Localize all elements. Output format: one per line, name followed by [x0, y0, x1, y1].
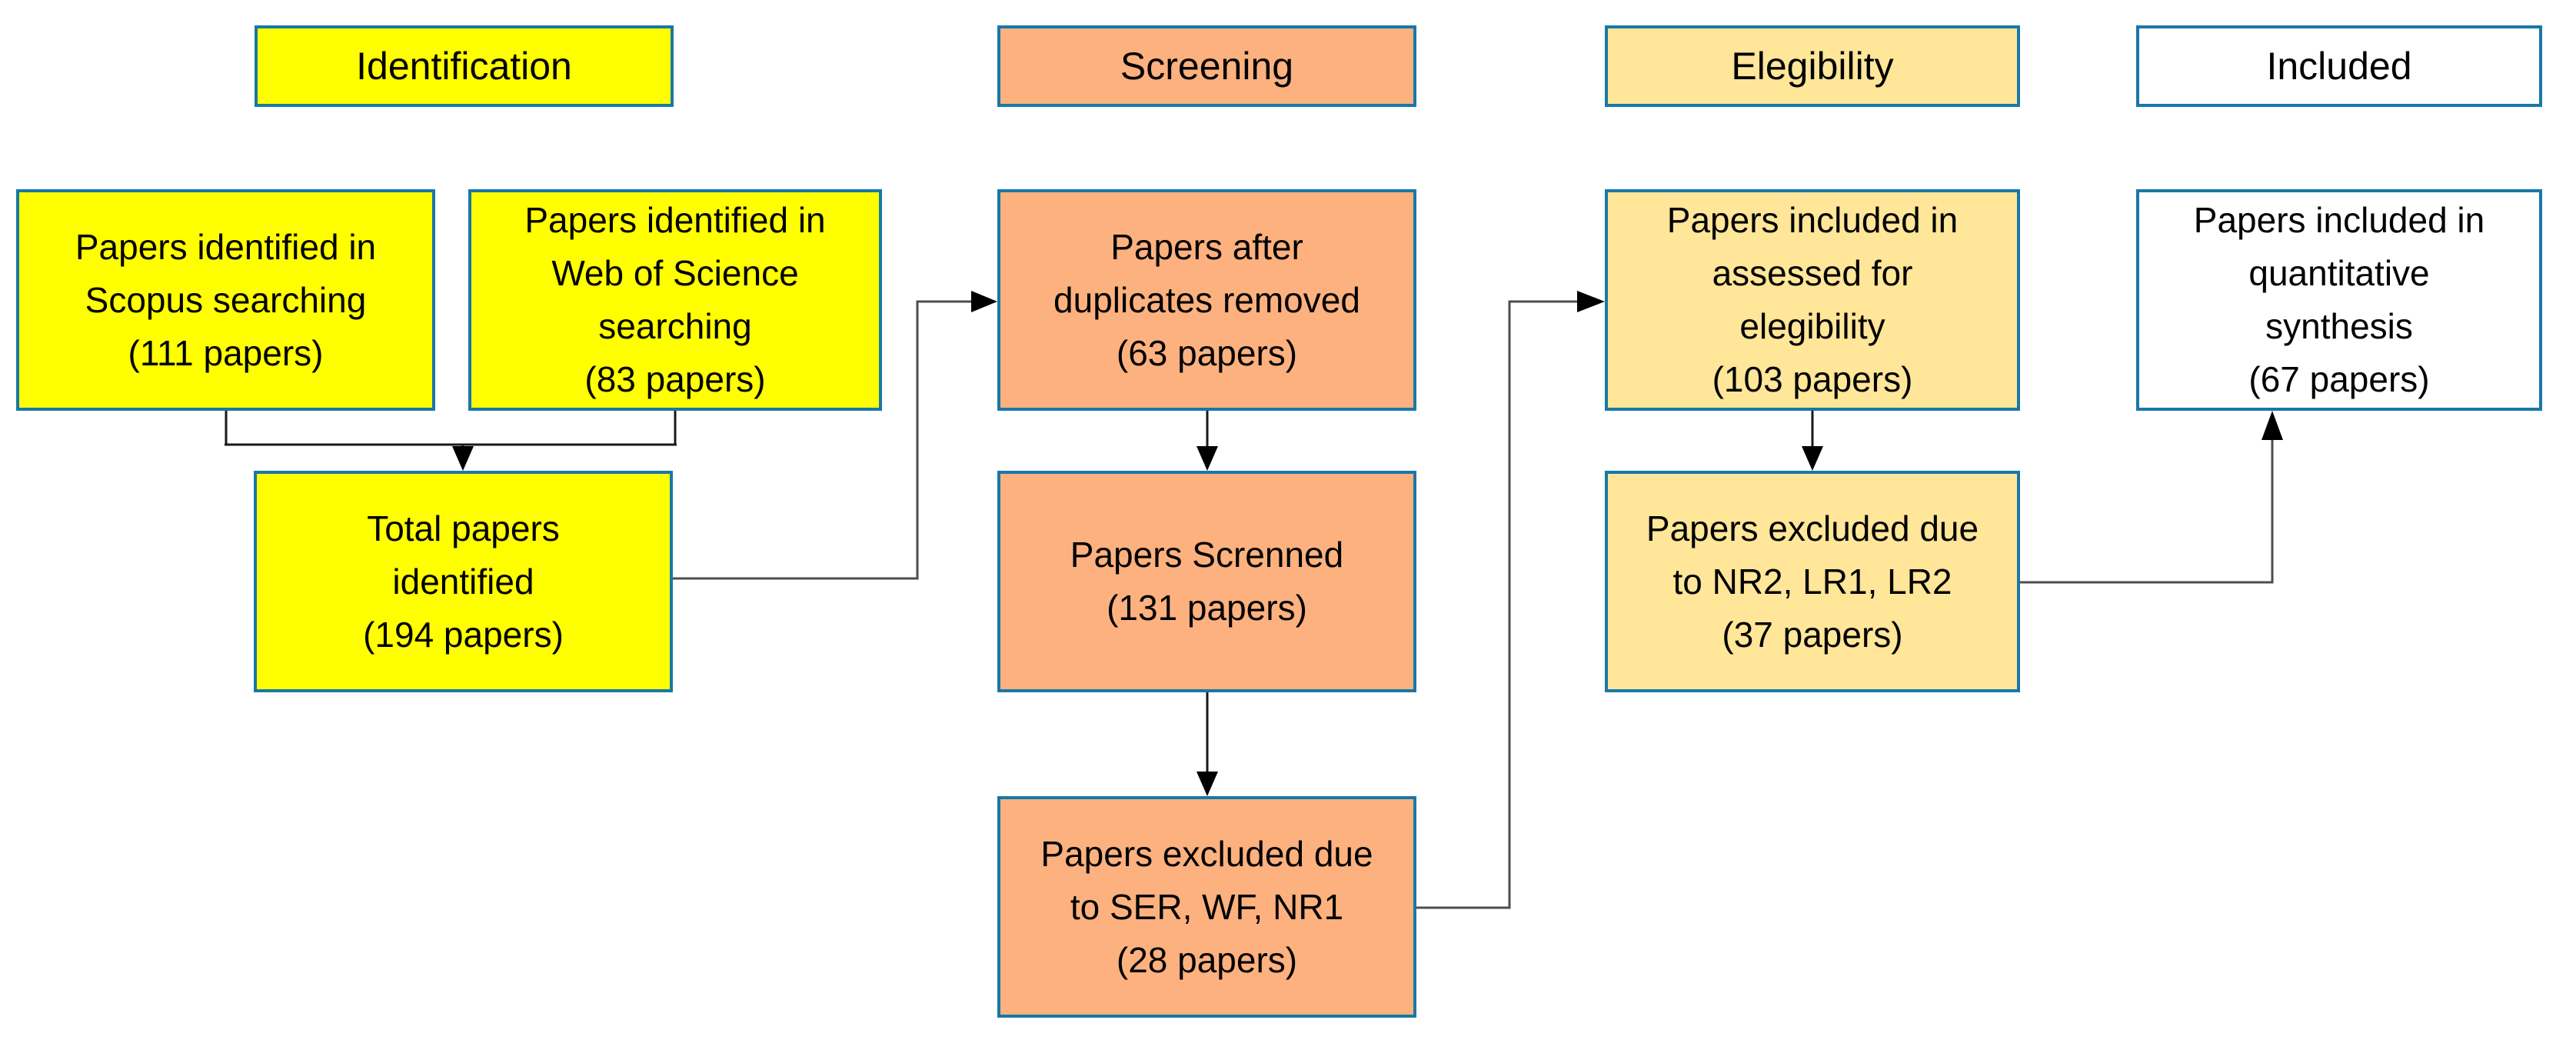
- box-papers-screnned: Papers Screnned (131 papers): [997, 471, 1416, 692]
- arrowhead-into-nr2: [1802, 446, 1823, 471]
- arrowhead-into-assessed: [1577, 291, 1605, 312]
- arrowhead-into-quant: [2261, 411, 2283, 440]
- connector-nr2-to-quant: [2020, 438, 2274, 584]
- header-identification: Identification: [255, 25, 674, 107]
- header-included: Included: [2136, 25, 2542, 107]
- arrowhead-into-duplicates: [971, 291, 997, 312]
- arrowhead-into-total: [452, 446, 474, 471]
- connector-ser-to-assessed: [1416, 300, 1579, 909]
- arrowhead-into-screnned: [1196, 446, 1218, 471]
- connector-merge-to-total: [225, 411, 677, 448]
- box-after-duplicates-removed: Papers after duplicates removed (63 pape…: [997, 189, 1416, 411]
- header-elegibility: Elegibility: [1605, 25, 2020, 107]
- box-assessed-for-elegibility: Papers included in assessed for elegibil…: [1605, 189, 2020, 411]
- box-web-of-science-identified: Papers identified in Web of Science sear…: [468, 189, 882, 411]
- box-total-papers-identified: Total papers identified (194 papers): [254, 471, 673, 692]
- box-excluded-nr2-lr1-lr2: Papers excluded due to NR2, LR1, LR2 (37…: [1605, 471, 2020, 692]
- box-quantitative-synthesis: Papers included in quantitative synthesi…: [2136, 189, 2542, 411]
- box-excluded-ser-wf-nr1: Papers excluded due to SER, WF, NR1 (28 …: [997, 796, 1416, 1018]
- header-screening: Screening: [997, 25, 1416, 107]
- box-scopus-identified: Papers identified in Scopus searching (1…: [16, 189, 435, 411]
- arrowhead-into-ser: [1196, 772, 1218, 796]
